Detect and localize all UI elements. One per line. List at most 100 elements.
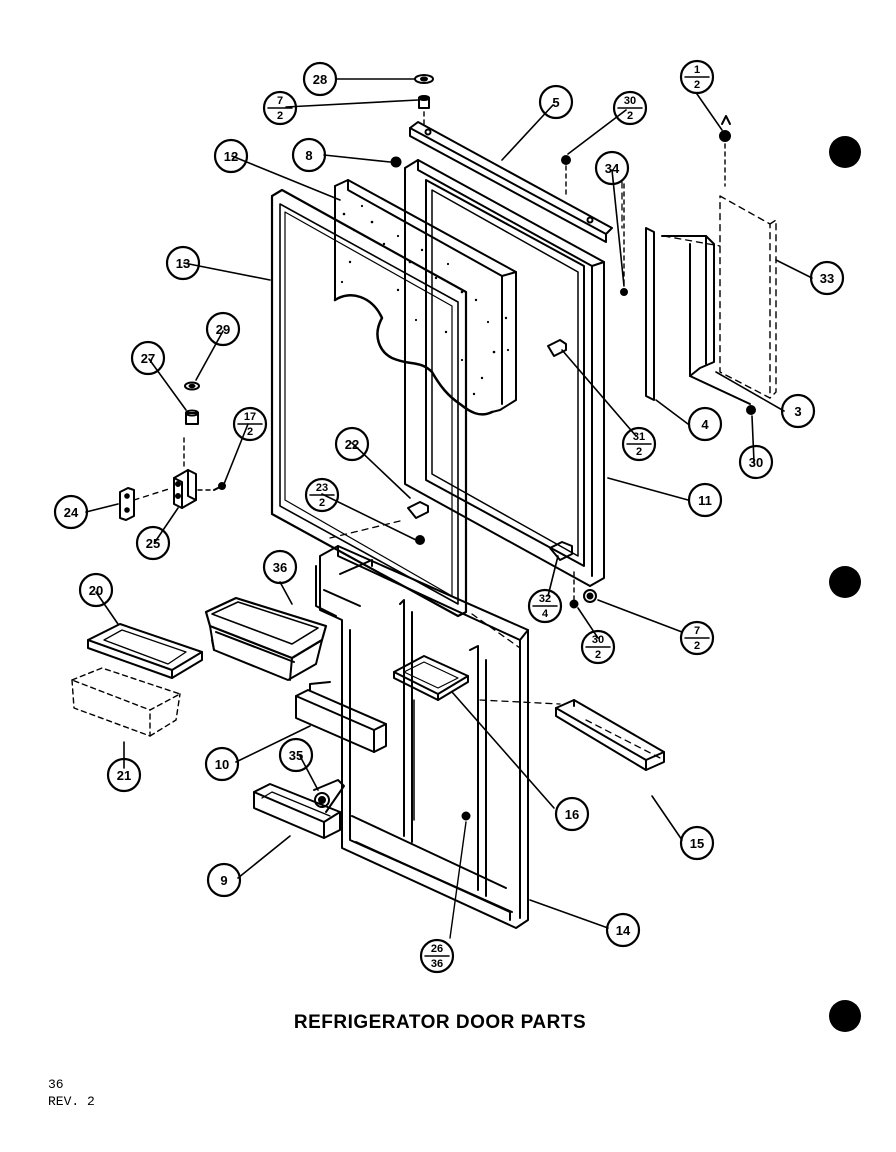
callout-34-label: 34 [605, 161, 620, 176]
callout-7-2-bottom-denominator: 2 [694, 640, 700, 652]
page-footer: 36 REV. 2 [48, 1076, 95, 1110]
callout-5: 5 [538, 84, 574, 120]
callout-7-2-bottom-numerator: 7 [694, 625, 700, 637]
binder-holes [829, 136, 861, 1032]
callout-27-label: 27 [141, 351, 155, 366]
callout-20-label: 20 [89, 583, 103, 598]
callout-4-label: 4 [701, 417, 709, 432]
callout-30-2-top-numerator: 30 [624, 95, 636, 107]
callout-31-2-denominator: 2 [636, 446, 642, 458]
callout-3: 3 [780, 393, 816, 429]
callout-32-4-denominator: 4 [542, 608, 549, 620]
callout-28-label: 28 [313, 72, 327, 87]
callout-26-36-numerator: 26 [431, 943, 443, 955]
callout-21: 21 [106, 757, 142, 793]
bracket-35 [313, 779, 345, 813]
door-top-cap [409, 121, 613, 243]
butter-bin-36 [204, 596, 328, 681]
callout-10: 10 [204, 746, 240, 782]
callout-1-2-denominator: 2 [694, 79, 700, 91]
callout-31-2: 312 [621, 426, 657, 462]
callout-26-36-denominator: 36 [431, 958, 443, 970]
callout-13: 13 [165, 245, 201, 281]
dairy-cover-20 [87, 623, 203, 679]
callout-33-label: 33 [820, 271, 834, 286]
callout-36: 36 [262, 549, 298, 585]
callout-30-2-top: 302 [612, 90, 648, 126]
callout-8: 8 [291, 137, 327, 173]
bottom-shelf-9 [253, 783, 341, 839]
callout-7-2-top-denominator: 2 [277, 110, 283, 122]
callout-17-2: 172 [232, 406, 268, 442]
door-stops [407, 339, 597, 609]
callout-24-label: 24 [64, 505, 79, 520]
callout-36-label: 36 [273, 560, 287, 575]
callout-30-label: 30 [749, 455, 763, 470]
callout-14: 14 [605, 912, 641, 948]
leader-lines [85, 78, 813, 929]
callout-1-2-numerator: 1 [694, 64, 700, 76]
callout-30-2-top-denominator: 2 [627, 110, 633, 122]
callout-30-2-bottom: 302 [580, 629, 616, 665]
callout-25: 25 [135, 525, 171, 561]
callout-12-label: 12 [224, 149, 238, 164]
door-gasket [270, 188, 468, 618]
callout-14-label: 14 [616, 923, 631, 938]
phantom-lines [329, 181, 721, 761]
shelf-retainer-10 [295, 681, 387, 753]
diagram-title: REFRIGERATOR DOOR PARTS [293, 1012, 587, 1033]
callout-7-2-top-numerator: 7 [277, 95, 283, 107]
callout-3-label: 3 [794, 404, 801, 419]
callout-12: 12 [213, 138, 249, 174]
callout-29: 29 [205, 311, 241, 347]
liner-screw [449, 811, 471, 939]
callout-25-label: 25 [146, 536, 160, 551]
callout-30: 30 [738, 444, 774, 480]
callout-1-2: 12 [679, 59, 715, 95]
callout-23-2-denominator: 2 [319, 497, 325, 509]
callout-4: 4 [687, 406, 723, 442]
callout-35-label: 35 [289, 748, 303, 763]
door-shelf-16 [393, 655, 469, 701]
callout-9: 9 [206, 862, 242, 898]
callout-13-label: 13 [176, 256, 190, 271]
callout-33: 33 [809, 260, 845, 296]
callout-15: 15 [679, 825, 715, 861]
callout-21-label: 21 [117, 768, 131, 783]
callout-15-label: 15 [690, 836, 704, 851]
callout-30-2-bottom-numerator: 30 [592, 634, 604, 646]
callout-16: 16 [554, 796, 590, 832]
callout-11: 11 [687, 482, 723, 518]
callout-10-label: 10 [215, 757, 229, 772]
callout-29-label: 29 [216, 322, 230, 337]
callout-11-label: 11 [698, 493, 712, 508]
callout-23-2: 232 [304, 477, 340, 513]
callout-31-2-numerator: 31 [633, 431, 645, 443]
callout-5-label: 5 [552, 95, 559, 110]
callout-17-2-numerator: 17 [244, 411, 256, 423]
callout-34: 34 [594, 150, 630, 186]
callout-32-4-numerator: 32 [539, 593, 551, 605]
callout-23-2-numerator: 23 [316, 482, 328, 494]
callouts: 28 72 5 302 12 12 8 34 33 13 29 27 172 3… [53, 59, 845, 974]
inner-door-liner [315, 545, 529, 929]
door-shelf-15 [555, 699, 665, 771]
callout-8-label: 8 [305, 148, 312, 163]
revision-label: REV. 2 [48, 1094, 95, 1109]
callout-7-2-top: 72 [262, 90, 298, 126]
callout-27: 27 [130, 340, 166, 376]
dairy-bin-21 [71, 667, 181, 737]
page-number: 36 [48, 1077, 64, 1092]
callout-17-2-denominator: 2 [247, 426, 253, 438]
door-liner-insulation [333, 179, 517, 416]
outer-door-panel [404, 159, 605, 587]
callout-9-label: 9 [220, 873, 227, 888]
top-hinge-hardware [390, 74, 571, 195]
callout-22: 22 [334, 426, 370, 462]
callout-16-label: 16 [565, 807, 579, 822]
callout-24: 24 [53, 494, 89, 530]
hinge-assembly [119, 381, 226, 521]
